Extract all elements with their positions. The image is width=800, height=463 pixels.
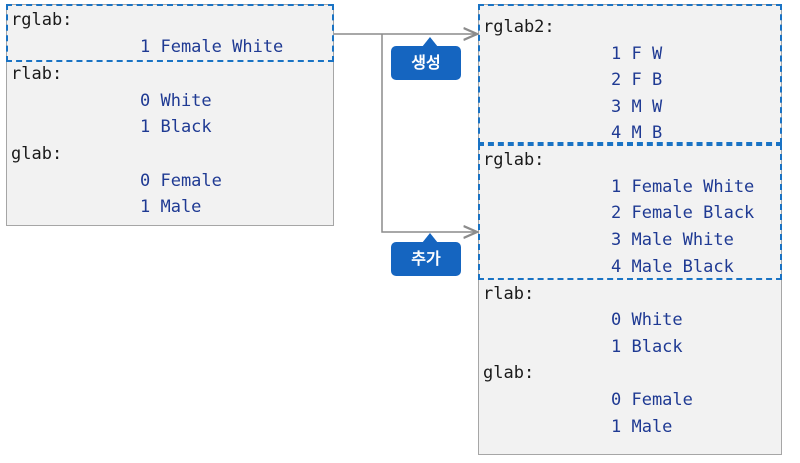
left-label-box: rglab: 1 Female White rlab: 0 White 1 Bl… [6,4,334,226]
callout-pointer [422,233,438,243]
right-highlight-rglab2 [478,4,782,144]
label-name: rglab: [11,10,73,30]
label-value: 1 Black [611,337,683,357]
label-value: 0 Female [611,390,693,410]
label-name: rlab: [483,284,535,304]
label-value: 1 Female White [140,37,284,57]
label-value: 2 Female Black [611,203,755,223]
label-value: 2 F B [611,70,663,90]
label-value: 4 Male Black [611,257,734,277]
label-value: 0 Female [140,171,222,191]
label-name: glab: [11,144,63,164]
left-highlight-rglab [6,4,334,62]
label-value: 1 Female White [611,177,755,197]
label-name: rlab: [11,64,63,84]
label-value: 3 M W [611,97,663,117]
label-value: 1 F W [611,44,663,64]
label-value: 3 Male White [611,230,734,250]
callout-pointer [422,37,438,47]
label-name: rglab2: [483,17,555,37]
label-name: glab: [483,363,535,383]
create-badge: 생성 [391,37,461,80]
right-highlight-rglab [478,144,782,280]
label-value: 0 White [140,91,212,111]
create-badge-label: 생성 [411,53,441,72]
label-value: 1 Black [140,117,212,137]
right-label-box: rglab2: 1 F W 2 F B 3 M W 4 M B rglab: 1… [478,4,782,455]
label-value: 1 Male [140,197,202,217]
add-badge: 추가 [391,233,461,276]
label-value: 0 White [611,310,683,330]
label-value: 1 Male [611,417,673,437]
add-badge-label: 추가 [411,249,441,268]
label-value: 4 M B [611,123,663,143]
label-name: rglab: [483,150,545,170]
